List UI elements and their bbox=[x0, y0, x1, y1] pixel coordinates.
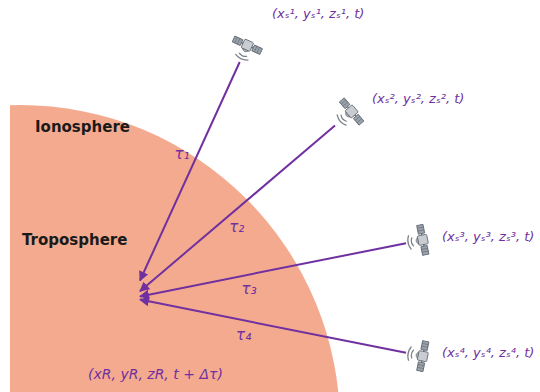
satellite-coordinates: (xₛ², yₛ², zₛ², t) bbox=[372, 91, 464, 107]
satellite-shape bbox=[335, 96, 367, 128]
satellite-shape bbox=[231, 30, 263, 62]
satellite-icon bbox=[335, 97, 365, 128]
satellite-icon bbox=[231, 35, 263, 62]
satellite-icon bbox=[406, 340, 430, 372]
satellite-coordinates: (xₛ⁴, yₛ⁴, zₛ⁴, t) bbox=[442, 345, 534, 361]
satellite-shape bbox=[406, 224, 438, 256]
satellite: (xₛ⁴, yₛ⁴, zₛ⁴, t) bbox=[406, 340, 438, 372]
ionosphere-band bbox=[10, 105, 340, 392]
receiver-coordinates: (xR, yR, zR, t + Δτ) bbox=[88, 366, 223, 383]
satellite: (xₛ¹, yₛ¹, zₛ¹, t) bbox=[231, 30, 263, 62]
satellite-coordinates: (xₛ¹, yₛ¹, zₛ¹, t) bbox=[272, 6, 364, 22]
satellite: (xₛ³, yₛ³, zₛ³, t) bbox=[406, 224, 438, 256]
troposphere-region-shape bbox=[10, 195, 210, 392]
troposphere-region: (xR, yR, zR, t + Δτ) Troposphere bbox=[10, 195, 210, 392]
satellite-icon bbox=[406, 224, 430, 256]
region-label: Troposphere bbox=[22, 231, 127, 249]
delay-label: τ₃ bbox=[242, 280, 257, 298]
satellite-coordinates: (xₛ³, yₛ³, zₛ³, t) bbox=[442, 229, 534, 245]
delay-label: τ₄ bbox=[236, 326, 251, 344]
region-label: Ionosphere bbox=[35, 118, 130, 136]
earth-receiver-shape bbox=[50, 253, 140, 343]
satellite: (xₛ², yₛ², zₛ², t) bbox=[335, 96, 367, 128]
ionosphere-band: (xR, yR, zR, t + Δτ) Troposphere Ionospher… bbox=[10, 100, 350, 392]
satellite-shape bbox=[406, 340, 438, 372]
delay-label: τ₂ bbox=[229, 218, 244, 236]
delay-label: τ₁ bbox=[175, 145, 190, 163]
earth-receiver: (xR, yR, zR, t + Δτ) bbox=[50, 253, 140, 343]
